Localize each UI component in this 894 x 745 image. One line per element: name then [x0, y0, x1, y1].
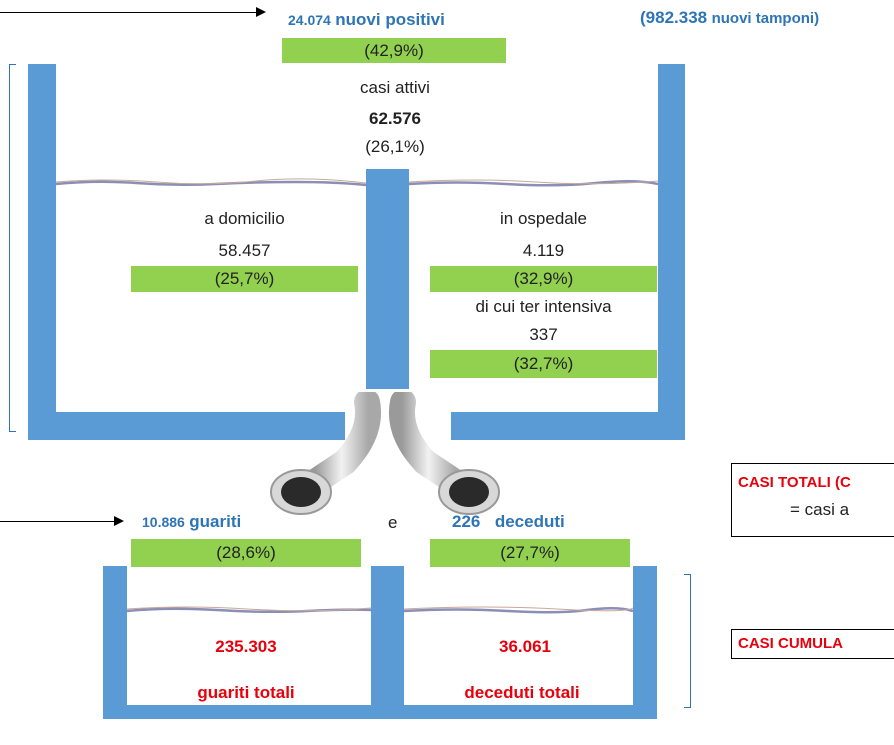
active-value: 62.576: [369, 109, 421, 128]
deaths-label: deceduti: [494, 512, 565, 531]
recovered-label: guariti: [189, 512, 242, 531]
tests-count: (982.338: [640, 8, 708, 27]
cumulative-cases-box: CASI CUMULA: [731, 629, 894, 659]
home-value: 58.457: [218, 241, 271, 260]
recovered-count: 10.886: [142, 514, 185, 530]
home-pct: (25,7%): [131, 266, 358, 292]
cumulative-cases-title: CASI CUMULA: [738, 635, 843, 652]
total-cases-title: CASI TOTALI (C: [738, 474, 851, 491]
active-label: casi attivi: [360, 78, 430, 97]
deaths-count: 226: [452, 512, 481, 531]
new-positive-label: nuovi positivi: [335, 10, 445, 29]
hospital-pct: (32,9%): [430, 266, 657, 292]
tests-header: (982.338 nuovi tamponi): [640, 8, 819, 28]
hospital-value: 4.119: [522, 241, 565, 260]
total-cases-box: CASI TOTALI (C = casi a: [731, 463, 894, 537]
icu-value: 337: [529, 325, 558, 344]
deaths-header: 226 deceduti: [452, 512, 565, 532]
new-positive-header: 24.074 nuovi positivi: [288, 10, 445, 30]
deaths-total: 36.061: [499, 637, 551, 656]
tank-left-wall: [28, 64, 56, 440]
incoming-arrow-head: [256, 7, 266, 17]
lower-tank-bottom: [103, 705, 657, 719]
lower-tank-divider: [371, 566, 404, 716]
connector-e: e: [388, 513, 398, 532]
tank-bottom-left: [28, 412, 345, 440]
hospital-label: in ospedale: [500, 209, 587, 228]
tests-label: nuovi tamponi): [711, 10, 820, 27]
recovered-header: 10.886 guariti: [142, 512, 241, 532]
active-pct: (26,1%): [365, 137, 425, 156]
lower-tank-right-wall: [633, 566, 657, 716]
incoming-arrow-line: [0, 12, 258, 13]
left-brace-upper: [9, 64, 16, 432]
water-line-lower: [127, 606, 633, 614]
icu-pct: (32,7%): [430, 350, 657, 378]
tank-divider: [366, 169, 409, 389]
icu-label: di cui ter intensiva: [475, 297, 612, 316]
water-line-upper: [56, 178, 658, 187]
recovered-pct: (28,6%): [131, 539, 361, 567]
right-brace-lower: [684, 574, 691, 708]
lower-tank-left-wall: [103, 566, 127, 716]
tank-bottom-right: [451, 412, 685, 440]
new-positive-count: 24.074: [288, 12, 331, 28]
deaths-pct: (27,7%): [430, 539, 630, 567]
total-cases-formula: = casi a: [790, 500, 850, 519]
home-label: a domicilio: [204, 209, 285, 228]
drain-pipes-icon: [270, 392, 500, 515]
new-positive-pct: (42,9%): [282, 38, 506, 63]
recovered-total: 235.303: [215, 637, 277, 656]
tank-right-wall: [658, 64, 685, 440]
outflow-arrow-line: [0, 521, 116, 522]
deaths-total-label: deceduti totali: [464, 683, 580, 702]
recovered-total-label: guariti totali: [197, 683, 295, 702]
outflow-arrow-head: [114, 516, 124, 526]
